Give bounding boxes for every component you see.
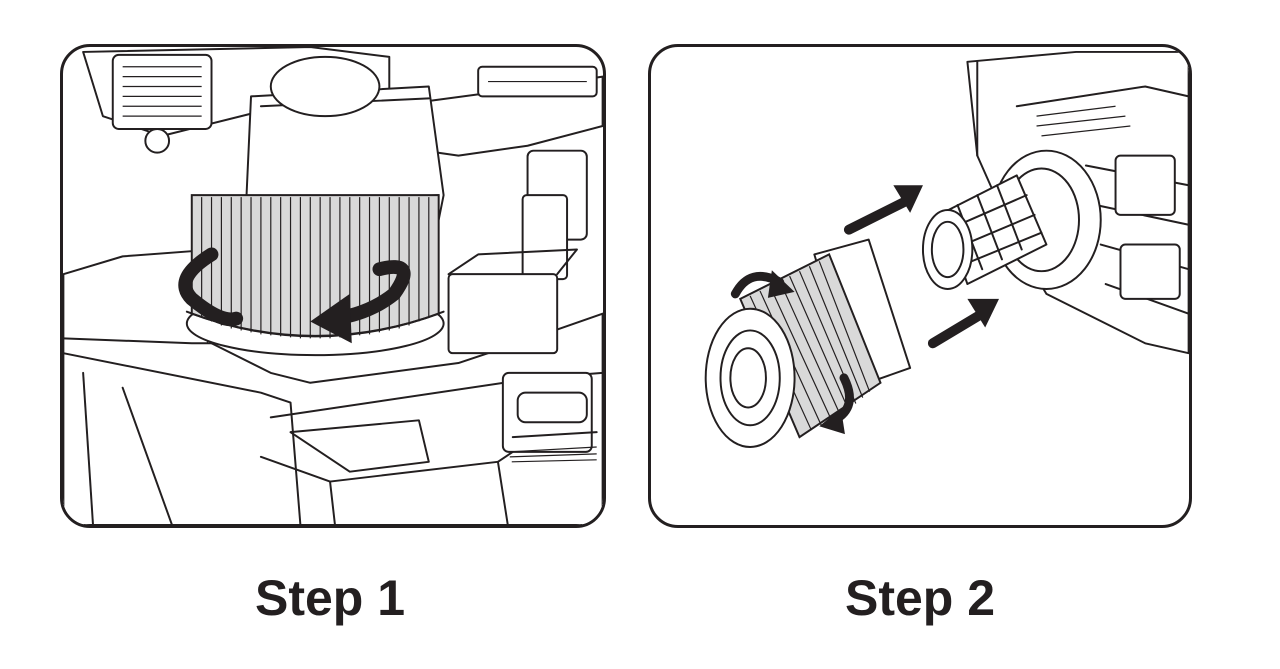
motor-cage (921, 174, 1048, 290)
rotate-arrow-icon (730, 270, 854, 435)
step-2-illustration (704, 50, 1189, 448)
latch-assembly (415, 149, 598, 463)
step-1-caption: Step 1 (254, 570, 406, 626)
step-1-illustration (63, 47, 603, 525)
step-2-caption: Step 2 (844, 570, 996, 626)
pull-arrow-icon (843, 185, 1000, 349)
rotate-arrow-icon (178, 247, 411, 344)
step-1-illustration-panel (60, 44, 606, 528)
pleated-filter (704, 238, 912, 448)
step-2-illustration-panel (648, 44, 1192, 528)
